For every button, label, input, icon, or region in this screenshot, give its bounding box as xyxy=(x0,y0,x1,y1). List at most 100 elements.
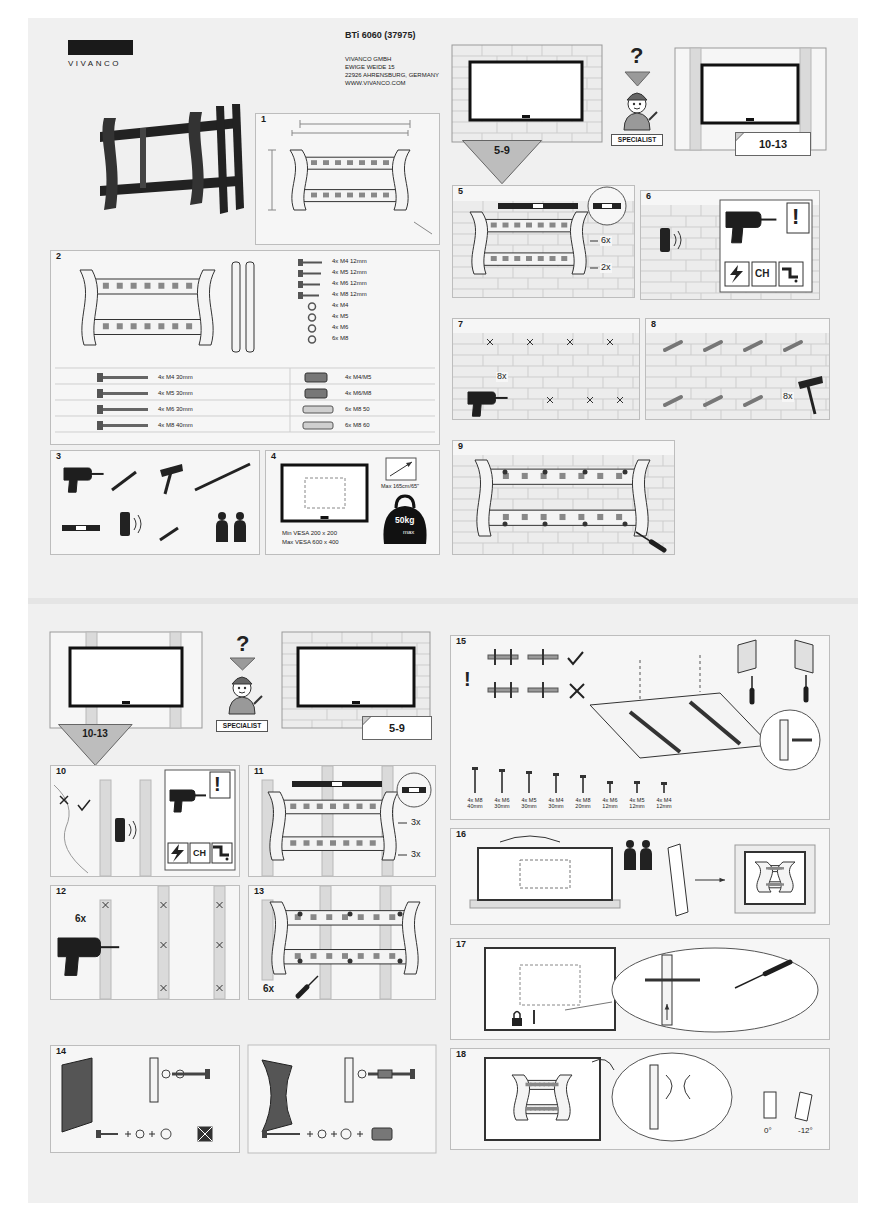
screw-icon xyxy=(303,262,322,264)
brick-joint xyxy=(706,377,707,388)
wall-plate xyxy=(298,190,402,202)
slot xyxy=(357,804,363,809)
washer xyxy=(162,1070,170,1078)
step-number: 11 xyxy=(252,767,266,777)
brick-joint xyxy=(686,216,687,227)
signal-arc xyxy=(138,515,141,533)
wall-plug-icon xyxy=(303,422,333,429)
slot xyxy=(550,256,556,261)
brick-joint xyxy=(542,45,543,56)
panel-ground xyxy=(450,635,830,820)
slot xyxy=(290,804,296,809)
tv-screen xyxy=(470,62,582,120)
washer xyxy=(358,1070,366,1078)
specialist-figure xyxy=(649,112,657,120)
step-number: 10 xyxy=(54,767,68,777)
brick-joint xyxy=(663,521,664,532)
drill-icon xyxy=(64,468,92,492)
screw xyxy=(792,739,812,742)
leader-line xyxy=(398,823,407,824)
brick-joint xyxy=(558,388,559,399)
brick-joint xyxy=(633,499,634,510)
wall-plug xyxy=(745,342,761,350)
warning-box xyxy=(720,200,812,292)
brick-joint xyxy=(483,333,484,344)
brick-joint xyxy=(513,333,514,344)
hammer xyxy=(160,464,183,477)
dimension-line xyxy=(408,130,409,136)
screw-head xyxy=(543,470,548,475)
plus-sign xyxy=(310,1131,311,1137)
screw-head xyxy=(298,912,303,917)
table-rule xyxy=(55,384,435,385)
specialist-badge: SPECIALIST xyxy=(216,720,268,732)
warning-sign xyxy=(210,772,230,798)
callout-label: 4x M5 12mm xyxy=(332,269,367,276)
tv-arm xyxy=(630,712,680,752)
brick-joint xyxy=(453,543,674,544)
tilt-arrow xyxy=(666,1075,672,1099)
brick-joint xyxy=(603,377,604,388)
brick-joint xyxy=(588,410,589,419)
brick-joint xyxy=(691,388,692,399)
tv-logo xyxy=(746,118,754,121)
specialist-figure xyxy=(633,103,635,105)
screw xyxy=(533,1010,535,1024)
specialist-figure xyxy=(238,687,240,689)
icon-box xyxy=(752,262,776,286)
step-panel: 7 xyxy=(452,318,640,420)
brick-joint xyxy=(633,399,634,410)
spirit-level xyxy=(332,782,342,786)
screw-icon xyxy=(607,781,613,784)
brick-joint xyxy=(701,271,702,282)
power-cable-icon xyxy=(171,844,184,862)
brick-joint xyxy=(572,133,573,142)
wall-plate xyxy=(278,911,412,925)
screw-size: 4x M5 12mm xyxy=(624,797,650,809)
magnifier xyxy=(612,948,818,1032)
drill-mark xyxy=(161,902,167,908)
callout-label: Max VESA 600 x 400 xyxy=(282,539,339,546)
slot xyxy=(158,283,164,289)
screw-head xyxy=(503,522,508,527)
power-cable-icon xyxy=(730,265,743,283)
wall-stud xyxy=(214,886,225,999)
brick-joint xyxy=(573,377,574,388)
drill-mark xyxy=(103,902,109,908)
slot xyxy=(778,883,784,885)
wall-plate xyxy=(645,979,700,982)
brick-joint xyxy=(603,543,604,554)
screwdriver xyxy=(750,690,755,702)
callout-label: CH xyxy=(193,849,206,859)
brick-joint xyxy=(513,289,514,297)
step-number: 4 xyxy=(269,452,278,462)
slot xyxy=(503,256,509,261)
panel-ground xyxy=(450,938,830,1040)
section-pointer: 10-13 xyxy=(58,724,133,766)
screw-icon xyxy=(663,784,665,793)
screwdriver xyxy=(765,962,790,974)
callout-label: ! xyxy=(792,205,799,229)
drill-icon xyxy=(58,938,101,975)
brick-joint xyxy=(618,488,619,499)
slot xyxy=(335,160,341,165)
slot xyxy=(561,256,567,261)
leader-line xyxy=(590,268,598,269)
panel-ground xyxy=(50,765,240,877)
tv-side xyxy=(668,844,688,916)
brick-joint xyxy=(691,366,692,377)
slot xyxy=(383,193,389,198)
brick-joint xyxy=(557,122,558,133)
pointer-triangle xyxy=(58,725,132,766)
clip-detail xyxy=(510,682,512,698)
specialist-figure xyxy=(239,692,245,693)
slot xyxy=(553,1083,559,1087)
brick-joint xyxy=(716,238,717,249)
spacer-crossed xyxy=(198,1127,212,1141)
wall-stud xyxy=(100,780,111,876)
arrow-head xyxy=(719,878,725,883)
clip-detail xyxy=(510,649,512,665)
lock-icon xyxy=(512,1018,522,1026)
slot xyxy=(326,914,332,920)
slot xyxy=(343,804,349,809)
